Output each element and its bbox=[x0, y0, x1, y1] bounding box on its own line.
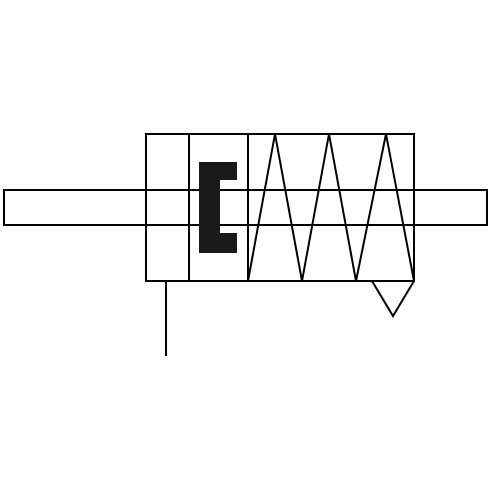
exhaust-triangle bbox=[371, 280, 415, 318]
spool-rod bbox=[3, 189, 488, 226]
valve-body bbox=[145, 133, 415, 282]
actuator-block bbox=[199, 162, 237, 253]
spring bbox=[247, 133, 415, 282]
